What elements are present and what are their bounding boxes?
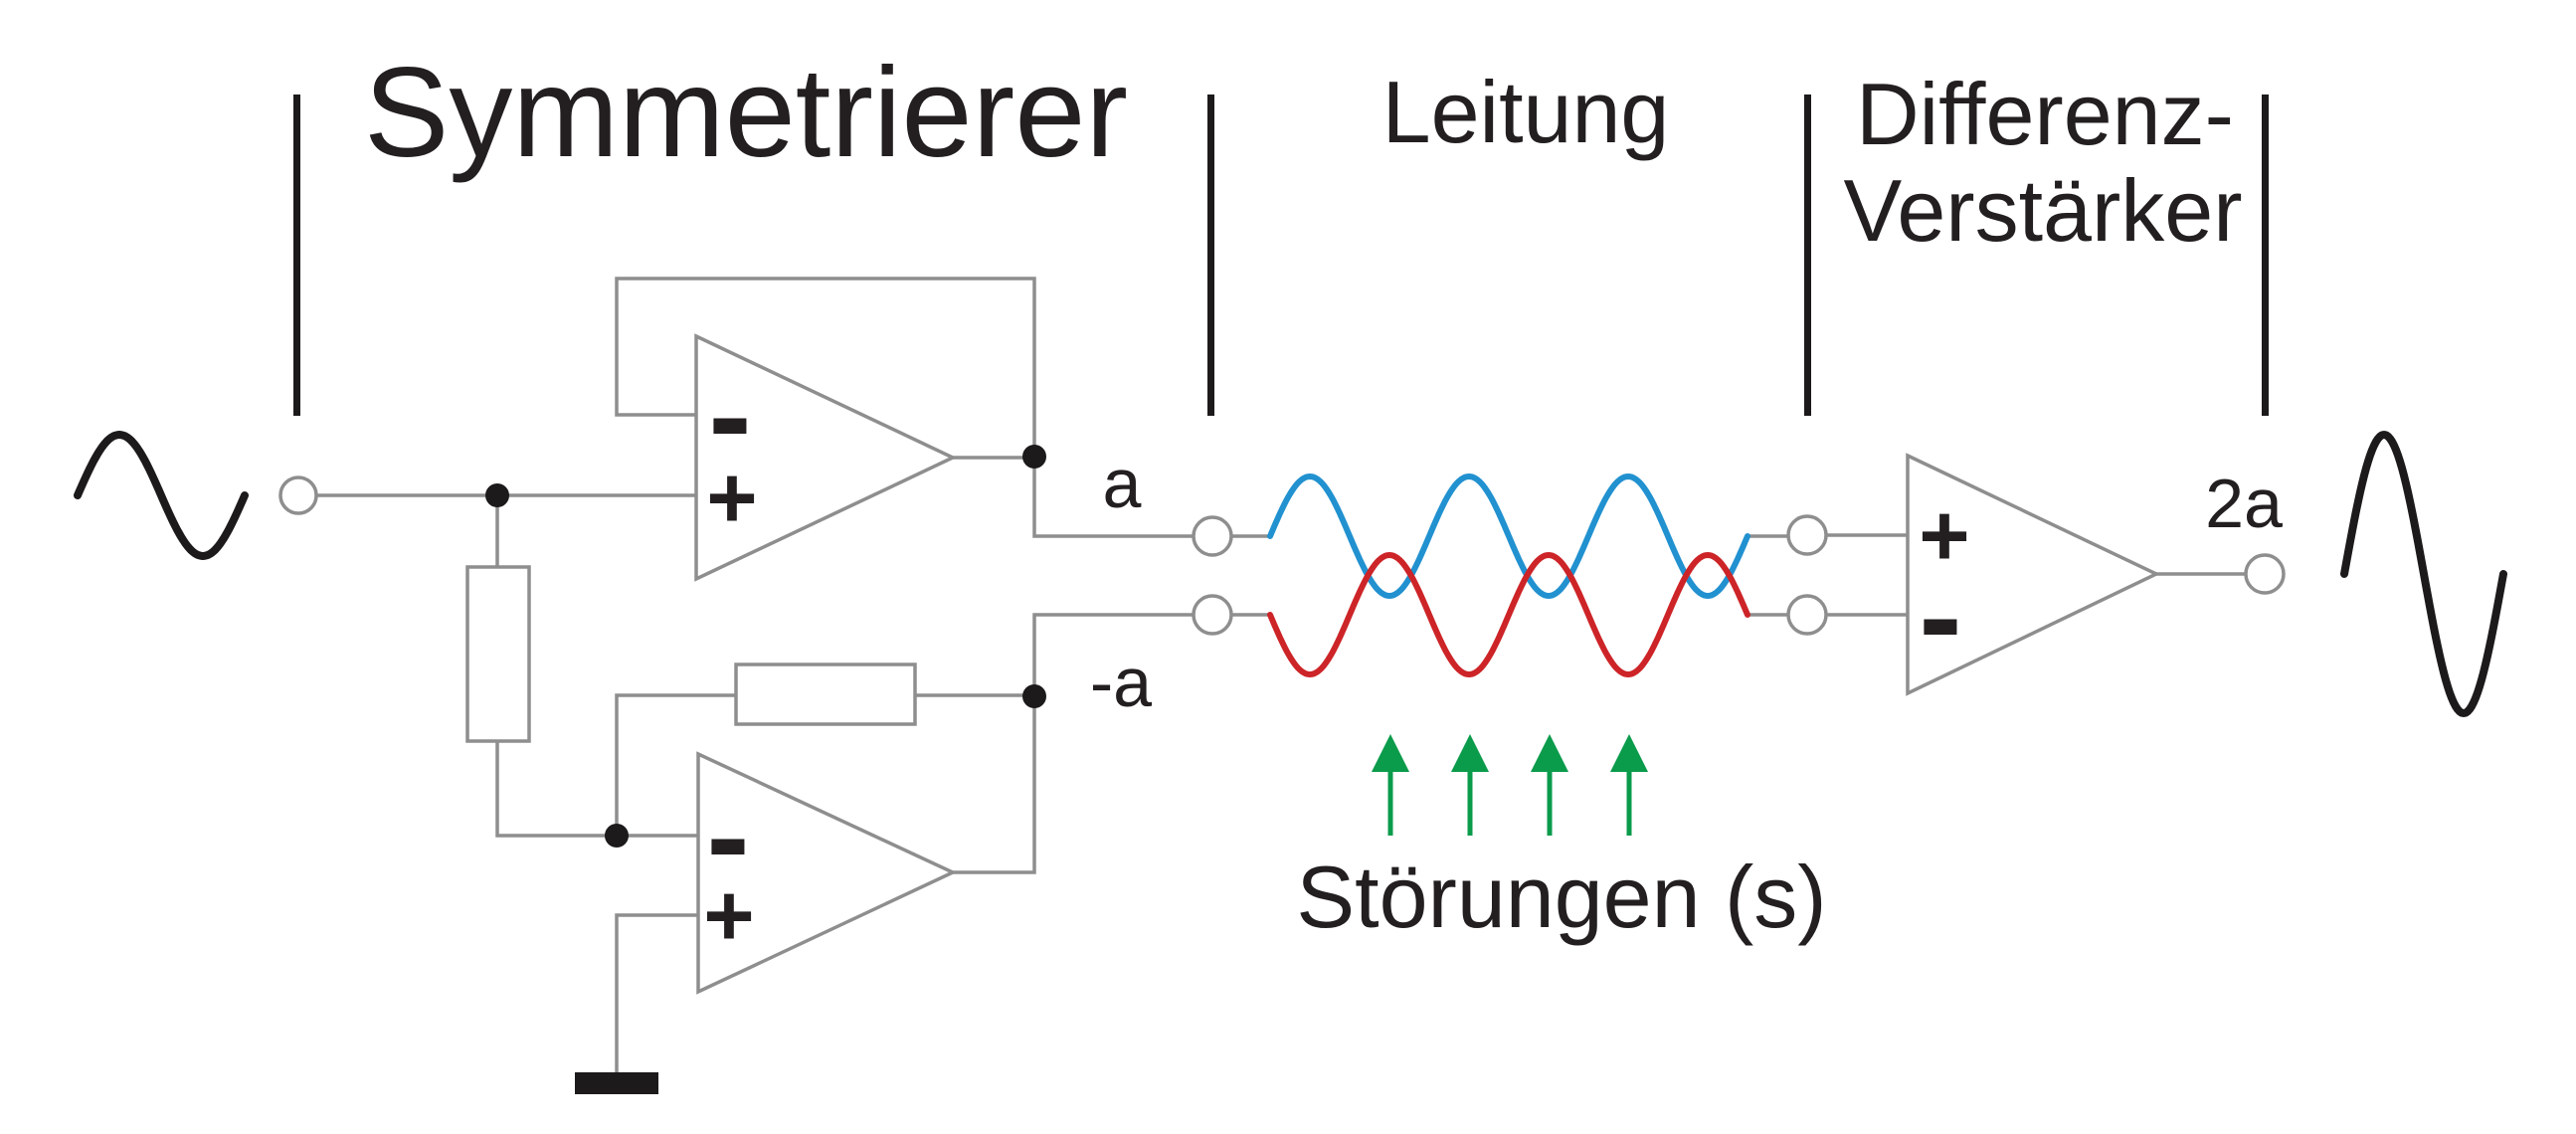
section-title-leitung: Leitung bbox=[1382, 63, 1670, 161]
output-sine-icon bbox=[2340, 431, 2507, 717]
nega-node-dot bbox=[1022, 684, 1046, 708]
opamp1-output-wire bbox=[953, 456, 1194, 538]
opamp1-feedback-wire bbox=[615, 277, 1036, 457]
line-left-top-terminal bbox=[1192, 515, 1233, 557]
opamp3-diffamp-triangle bbox=[1906, 453, 2161, 696]
input-junction-dot bbox=[485, 483, 509, 507]
noise-arrow-head-icon bbox=[1372, 734, 1409, 772]
opamp2-minus-icon: - bbox=[706, 763, 749, 908]
opamp2-minus-junction-dot bbox=[605, 824, 629, 848]
opamp3-minus-icon: - bbox=[1919, 543, 1961, 688]
a-node-dot bbox=[1022, 445, 1046, 469]
opamp3-plus-icon: + bbox=[1919, 486, 1969, 585]
signal-minus-a-label: -a bbox=[1090, 644, 1152, 721]
opamp1-buffer-triangle bbox=[694, 333, 958, 582]
output-terminal bbox=[2244, 553, 2286, 595]
wires bbox=[316, 277, 2246, 1072]
ground-icon bbox=[575, 1072, 658, 1094]
section-dividers bbox=[293, 94, 2269, 416]
signal-2a-label: 2a bbox=[2205, 465, 2283, 542]
line-right-bottom-terminal bbox=[1786, 594, 1828, 636]
resistor-vertical bbox=[465, 565, 531, 743]
noise-arrow-head-icon bbox=[1610, 734, 1648, 772]
section-title-differenz-line2: Verstärker bbox=[1843, 161, 2242, 260]
line-right-top-terminal bbox=[1786, 514, 1828, 556]
nega-to-terminal-wire bbox=[1032, 613, 1194, 696]
section-title-differenz-line1: Differenz- bbox=[1856, 65, 2234, 163]
divider-bar-3 bbox=[1804, 94, 1811, 416]
line-wave-blue bbox=[1267, 473, 1750, 599]
section-title-symmetrierer: Symmetrierer bbox=[364, 42, 1128, 184]
resistor1-to-opamp2-wire bbox=[495, 741, 698, 838]
divider-bar-2 bbox=[1207, 94, 1214, 416]
noise-arrows bbox=[1372, 734, 1648, 836]
divider-bar-4 bbox=[2262, 94, 2269, 416]
noise-arrow-head-icon bbox=[1531, 734, 1568, 772]
divider-bar-1 bbox=[293, 94, 300, 416]
input-sine-icon bbox=[74, 431, 249, 560]
signal-a-label: a bbox=[1103, 445, 1142, 522]
opamp1-plus-icon: + bbox=[706, 449, 757, 547]
opamp2-plus-to-ground-wire bbox=[615, 913, 698, 1072]
input-terminal bbox=[278, 475, 318, 515]
resistor-horizontal bbox=[734, 662, 917, 726]
opamp1-minus-icon: - bbox=[708, 342, 751, 487]
opamp2-feedback-left-wire bbox=[615, 693, 736, 836]
line-left-bottom-terminal bbox=[1192, 594, 1233, 636]
noise-caption: Störungen (s) bbox=[1296, 848, 1826, 946]
opamp2-output-wire bbox=[953, 696, 1036, 874]
noise-arrow-head-icon bbox=[1451, 734, 1489, 772]
line-wave-red bbox=[1267, 552, 1750, 677]
opamp2-plus-icon: + bbox=[703, 866, 754, 965]
opamp2-inverter-triangle bbox=[696, 751, 958, 995]
